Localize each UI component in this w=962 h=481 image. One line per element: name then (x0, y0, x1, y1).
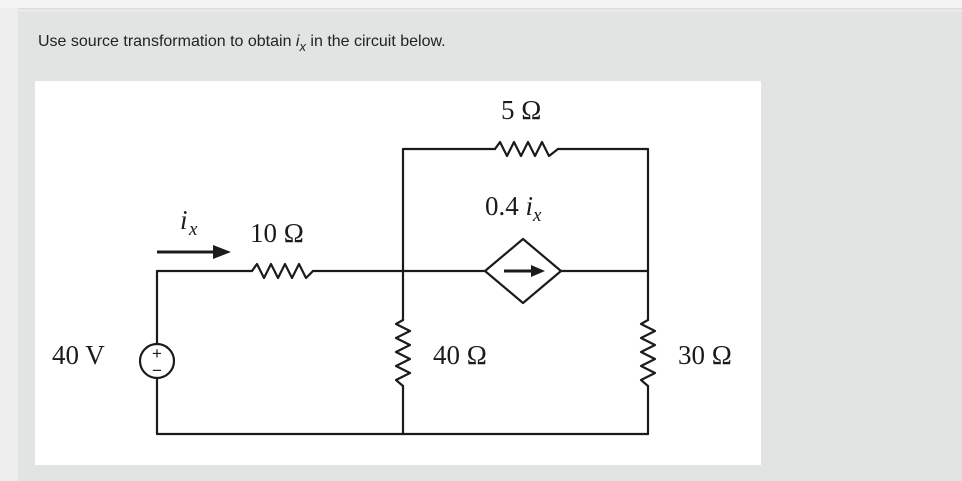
resistor-40-ohm-label: 40 Ω (433, 340, 487, 370)
resistor-10-ohm (250, 262, 315, 280)
question-prefix: Use source transformation to obtain (38, 33, 296, 50)
resistor-30-ohm-label: 30 Ω (678, 340, 732, 370)
dependent-source-subscript: x (532, 205, 542, 226)
dependent-source-variable: i (526, 191, 534, 221)
dependent-source-label: 0.4 ix (485, 191, 542, 226)
current-label-symbol: i (180, 205, 188, 235)
voltage-source-symbol (138, 342, 176, 380)
current-arrow-head (213, 245, 231, 259)
dependent-source-coefficient: 0.4 (485, 191, 526, 221)
current-label-subscript: x (188, 219, 198, 240)
resistor-5-ohm (493, 140, 560, 158)
dependent-source-arrow-head (531, 265, 545, 277)
voltage-source-minus: − (152, 361, 162, 380)
resistor-30-ohm (639, 318, 657, 388)
resistor-40-ohm (394, 318, 412, 388)
question-text: Use source transformation to obtain ix i… (38, 33, 446, 54)
circuit-figure: + − i x 10 Ω 5 Ω 0.4 ix 40 Ω 30 Ω 40 V (35, 81, 761, 465)
question-variable: i (295, 33, 300, 50)
question-variable-subscript: x (299, 39, 306, 54)
dependent-current-source-symbol (483, 237, 563, 305)
resistor-10-ohm-label: 10 Ω (250, 218, 304, 248)
voltage-source-label: 40 V (52, 340, 105, 370)
wire-top-loop-left (401, 147, 497, 273)
circuit-diagram: + − i x 10 Ω 5 Ω 0.4 ix 40 Ω 30 Ω 40 V (52, 95, 732, 436)
page-left-edge (0, 8, 18, 481)
page-top-strip (0, 0, 962, 9)
wire-source-top (155, 269, 254, 346)
resistor-5-ohm-label: 5 Ω (501, 95, 541, 125)
wire-ground-bottom (155, 376, 650, 436)
wire-top-loop-right (556, 147, 650, 273)
question-suffix: in the circuit below. (305, 33, 446, 50)
voltage-source-plus: + (152, 344, 162, 363)
